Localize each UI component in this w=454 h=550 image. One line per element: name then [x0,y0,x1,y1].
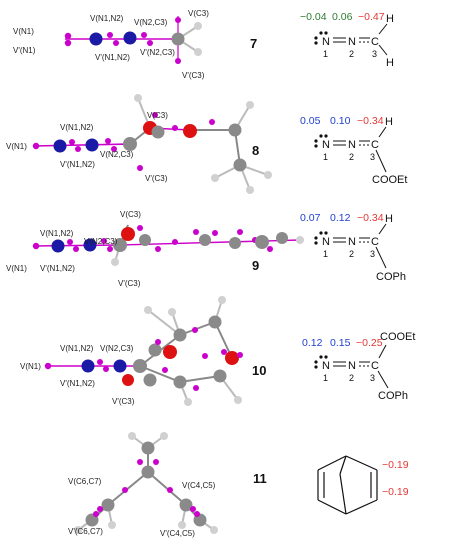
atom-8-n1: N [322,139,330,151]
pos-9-2: 2 [349,249,354,259]
charge-8-n1: 0.05 [300,115,321,127]
pos-7-1: 1 [323,49,328,59]
label-10-0: V(N1) [20,362,41,371]
atom-9-h: H [385,213,393,225]
label-7-7: V'(C3) [182,71,205,80]
label-10-4: V'(C3) [112,397,135,406]
label-9-3: V(N2,C3) [84,237,118,246]
charge-7-c3: −0.47 [358,11,385,23]
pos-10-2: 2 [349,373,354,383]
charge-7-n2: 0.06 [332,11,353,23]
label-7-1: V'(N1) [13,46,36,55]
atom-10-c3: C [371,360,379,372]
label-7-0: V(N1) [13,27,34,36]
atom-7-n2: N [348,36,356,48]
charge-10-c3: −0.25 [356,337,383,349]
atom-8-c3: C [371,139,379,151]
label-9-2: V'(N1,N2) [40,264,75,273]
charge-7-n1: −0.04 [300,11,327,23]
structure-10: 0.12 0.15 −0.25 N N C COOEt COPh 1 2 3 [302,331,415,402]
label-11-1: V'(C6,C7) [68,527,103,536]
atom-7-h-top: H [386,13,394,25]
molecule-11-model [74,432,218,534]
pos-10-1: 1 [323,373,328,383]
structure-9: 0.07 0.12 −0.34 N N C H COPh 1 2 3 [300,212,406,283]
substituent-8: COOEt [372,174,407,186]
atom-9-c3: C [371,236,379,248]
substituent-9: COPh [376,271,406,283]
pos-8-3: 3 [370,152,375,162]
compound-number-9: 9 [252,258,259,273]
label-8-0: V(N1) [6,142,27,151]
label-9-5: V'(C3) [118,279,141,288]
structure-8: 0.05 0.10 −0.34 N N C H COOEt 1 2 3 [300,115,407,186]
charge-8-c3: −0.34 [357,115,384,127]
label-8-5: V'(C3) [145,174,168,183]
label-9-4: V(C3) [120,210,141,219]
label-8-1: V(N1,N2) [60,123,94,132]
label-10-3: V(N2,C3) [100,344,134,353]
atom-10-n2: N [348,360,356,372]
pos-7-2: 2 [349,49,354,59]
molecule-10-model [44,296,243,406]
charge-9-n2: 0.12 [330,212,351,224]
label-7-5: V'(N2,C3) [140,48,175,57]
label-10-1: V(N1,N2) [60,344,94,353]
atom-7-c3: C [371,36,379,48]
compound-number-8: 8 [252,143,259,158]
label-11-3: V'(C4,C5) [160,529,195,538]
label-7-3: V'(N1,N2) [95,53,130,62]
atom-8-n2: N [348,139,356,151]
charge-8-n2: 0.10 [330,115,351,127]
atom-10-n1: N [322,360,330,372]
label-7-4: V(N2,C3) [134,18,168,27]
label-10-2: V'(N1,N2) [60,379,95,388]
structure-11-norbornadiene: −0.19 −0.19 [317,455,409,515]
structure-7: −0.04 0.06 −0.47 N N C H H 1 2 3 [300,11,394,69]
pos-7-3: 3 [372,49,377,59]
molecule-8-model [32,94,272,194]
atom-9-n2: N [348,236,356,248]
label-9-1: V(N1,N2) [40,229,74,238]
pos-9-1: 1 [323,249,328,259]
atom-8-h: H [385,116,393,128]
molecule-9-model [32,224,304,266]
pos-10-3: 3 [370,373,375,383]
substituent-10-bottom: COPh [378,390,408,402]
compound-number-11: 11 [253,471,267,486]
atom-7-n1: N [322,36,330,48]
charge-9-n1: 0.07 [300,212,321,224]
label-8-4: V(C3) [147,111,168,120]
charge-11-bottom: −0.19 [382,486,409,498]
label-8-3: V(N2,C3) [100,150,134,159]
compound-number-10: 10 [252,363,266,378]
compound-number-7: 7 [250,36,257,51]
label-7-6: V(C3) [188,9,209,18]
atom-7-h-bottom: H [386,57,394,69]
charge-10-n1: 0.12 [302,337,323,349]
substituent-10-top: COOEt [380,331,415,343]
pos-9-3: 3 [370,249,375,259]
molecule-7-model [64,16,202,64]
label-9-0: V(N1) [6,264,27,273]
charge-9-c3: −0.34 [357,212,384,224]
label-11-0: V(C6,C7) [68,477,102,486]
label-11-2: V(C4,C5) [182,481,216,490]
charge-10-n2: 0.15 [330,337,351,349]
charge-11-top: −0.19 [382,459,409,471]
label-7-2: V(N1,N2) [90,14,124,23]
pos-8-2: 2 [349,152,354,162]
pos-8-1: 1 [323,152,328,162]
atom-9-n1: N [322,236,330,248]
label-8-2: V'(N1,N2) [60,160,95,169]
